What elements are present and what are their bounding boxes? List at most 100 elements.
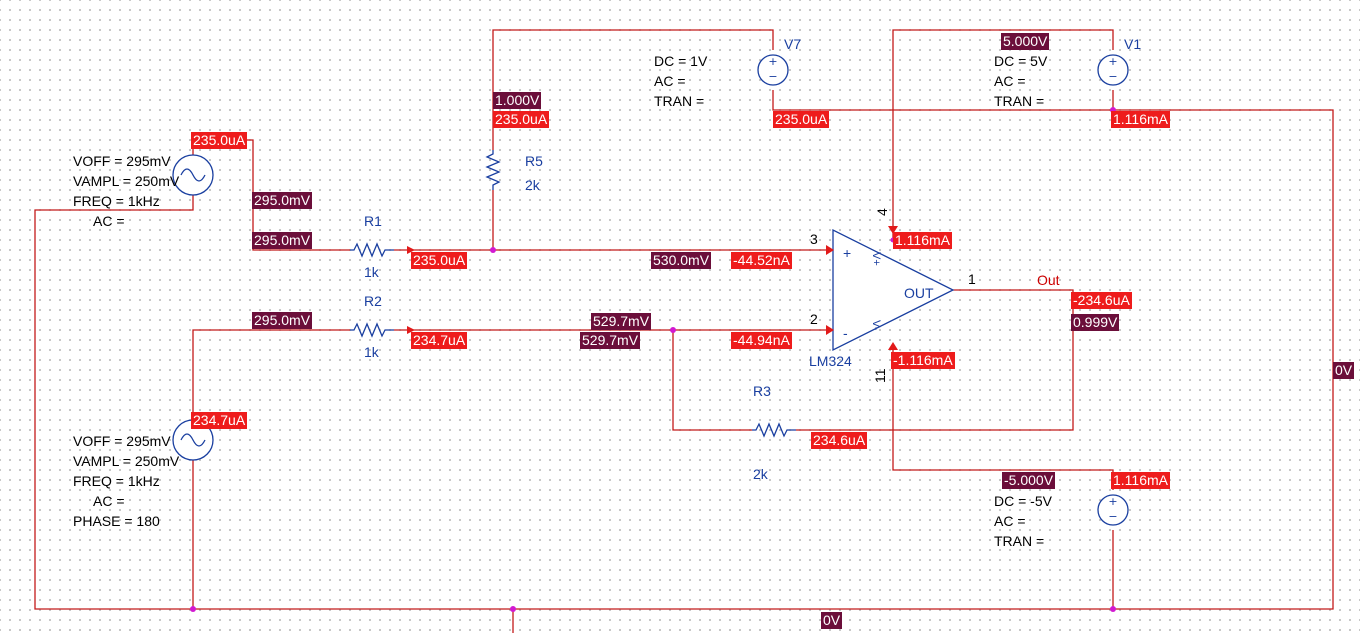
resistor-r1[interactable] (350, 242, 394, 258)
sin2-ac-label: AC = (93, 493, 125, 509)
opamp-pin11: 11 (872, 368, 888, 383)
v1-name: V1 (1124, 36, 1142, 52)
resistor-r2[interactable] (350, 322, 394, 338)
sin1-ac-label: AC = (93, 213, 125, 229)
opamp-pin2: 2 (810, 311, 818, 327)
r3-name: R3 (753, 383, 771, 399)
marker-voltage-plus[interactable]: 530.0mV (651, 252, 712, 269)
marker-voltage-ground-right[interactable]: 0V (1333, 362, 1355, 379)
svg-text:+: + (1108, 495, 1117, 508)
wire-sin2-r2[interactable] (192, 329, 350, 420)
v1-dc-label: DC = 5V (994, 53, 1048, 69)
sin2-freq-label: FREQ = 1kHz (73, 473, 160, 489)
junction-dot (490, 247, 496, 253)
v7-name: V7 (784, 36, 802, 52)
opamp-pin1: 1 (968, 271, 976, 287)
marker-current-r2[interactable]: 234.7uA (411, 332, 468, 349)
vneg-tran-label: TRAN = (994, 533, 1045, 549)
marker-current-v1[interactable]: 1.116mA (1111, 111, 1170, 128)
wire-feedback-right[interactable] (796, 289, 1074, 431)
marker-voltage-v1[interactable]: 5.000V (1001, 33, 1050, 50)
marker-voltage-sin1-b[interactable]: 295.0mV (252, 232, 313, 249)
r3-value: 2k (753, 466, 768, 482)
resistor-r5[interactable] (485, 150, 501, 190)
marker-current-r5[interactable]: 235.0uA (493, 111, 550, 128)
sine-top-icon (180, 168, 206, 182)
opamp-out-label: OUT (904, 285, 934, 301)
opamp-pin3: 3 (810, 231, 818, 247)
opamp-minus-sign: - (843, 325, 848, 341)
svg-text:+: + (768, 55, 777, 68)
current-arrow-plus-icon (826, 245, 834, 255)
marker-current-minus[interactable]: -44.94nA (731, 332, 792, 349)
marker-current-r3[interactable]: 234.6uA (811, 432, 868, 449)
opamp-vminus-label: V- (870, 320, 882, 331)
r2-name: R2 (364, 293, 382, 309)
junction-dot (510, 606, 516, 612)
wire-v1-vplus[interactable] (892, 29, 1114, 240)
sin1-freq-label: FREQ = 1kHz (73, 193, 160, 209)
svg-text:+: + (1108, 55, 1117, 68)
junction-dot (190, 606, 196, 612)
opamp-plus-sign: + (843, 245, 852, 261)
resistor-r3[interactable] (752, 422, 796, 438)
junction-dot (670, 327, 676, 333)
current-arrow-vminus-icon (888, 342, 898, 350)
marker-current-r1[interactable]: 235.0uA (411, 252, 468, 269)
r5-name: R5 (525, 153, 543, 169)
current-arrow-minus-icon (826, 325, 834, 335)
r1-value: 1k (364, 264, 379, 280)
v7-tran-label: TRAN = (654, 93, 705, 109)
marker-voltage-minus-b[interactable]: 529.7mV (580, 332, 641, 349)
marker-current-pin11[interactable]: -1.116mA (891, 352, 955, 369)
opamp-vplus-label: V+ (870, 252, 882, 266)
marker-voltage-sin1-a[interactable]: 295.0mV (252, 192, 313, 209)
marker-voltage-vneg[interactable]: -5.000V (1002, 472, 1056, 489)
junction-dot (1110, 606, 1116, 612)
opamp-part-name: LM324 (809, 353, 852, 369)
opamp-lm324-body[interactable] (832, 228, 955, 352)
marker-current-plus[interactable]: -44.52nA (731, 252, 792, 269)
sin2-voff-label: VOFF = 295mV (73, 433, 171, 449)
current-arrow-vplus-icon (888, 226, 898, 234)
v1-ac-label: AC = (994, 73, 1026, 89)
marker-voltage-minus-a[interactable]: 529.7mV (591, 313, 652, 330)
marker-current-pin4[interactable]: 1.116mA (893, 232, 952, 249)
marker-current-v7[interactable]: 235.0uA (773, 111, 830, 128)
vneg-ac-label: AC = (994, 513, 1026, 529)
v7-dc-label: DC = 1V (654, 53, 708, 69)
sin2-phase-label: PHASE = 180 (73, 513, 160, 529)
marker-voltage-out[interactable]: 0.999V (1071, 314, 1120, 331)
vneg-dc-label: DC = -5V (994, 493, 1052, 509)
out-net-label: Out (1037, 272, 1060, 288)
r2-value: 1k (364, 344, 379, 360)
svg-text:−: − (768, 70, 777, 83)
marker-voltage-r5-top[interactable]: 1.000V (493, 92, 542, 109)
current-arrow-r2-icon (407, 326, 415, 334)
source-v7[interactable] (757, 54, 789, 86)
opamp-pin4: 4 (874, 208, 890, 216)
marker-current-sin2[interactable]: 234.7uA (191, 412, 248, 429)
svg-text:−: − (1108, 70, 1117, 83)
wire-v7-v1[interactable] (772, 90, 1114, 111)
marker-voltage-r2-left[interactable]: 295.0mV (252, 312, 313, 329)
sine-bottom-icon (180, 433, 206, 447)
marker-current-vneg[interactable]: 1.116mA (1111, 472, 1170, 489)
marker-voltage-ground-bottom[interactable]: 0V (821, 612, 843, 629)
marker-current-out[interactable]: -234.6uA (1071, 292, 1132, 309)
source-v1[interactable] (1097, 54, 1129, 86)
wire-ground-loop[interactable] (34, 109, 1334, 610)
sin1-vampl-label: VAMPL = 250mV (73, 173, 180, 189)
v7-ac-label: AC = (654, 73, 686, 89)
wire-v7-r5[interactable] (492, 29, 774, 150)
r1-name: R1 (364, 213, 382, 229)
sin1-voff-label: VOFF = 295mV (73, 153, 171, 169)
marker-current-sin1[interactable]: 235.0uA (191, 132, 248, 149)
wire-feedback-left[interactable] (672, 330, 752, 431)
sin2-vampl-label: VAMPL = 250mV (73, 453, 180, 469)
v1-tran-label: TRAN = (994, 93, 1045, 109)
source-vneg[interactable] (1097, 494, 1129, 526)
r5-value: 2k (525, 177, 540, 193)
current-arrow-r1-icon (407, 246, 415, 254)
